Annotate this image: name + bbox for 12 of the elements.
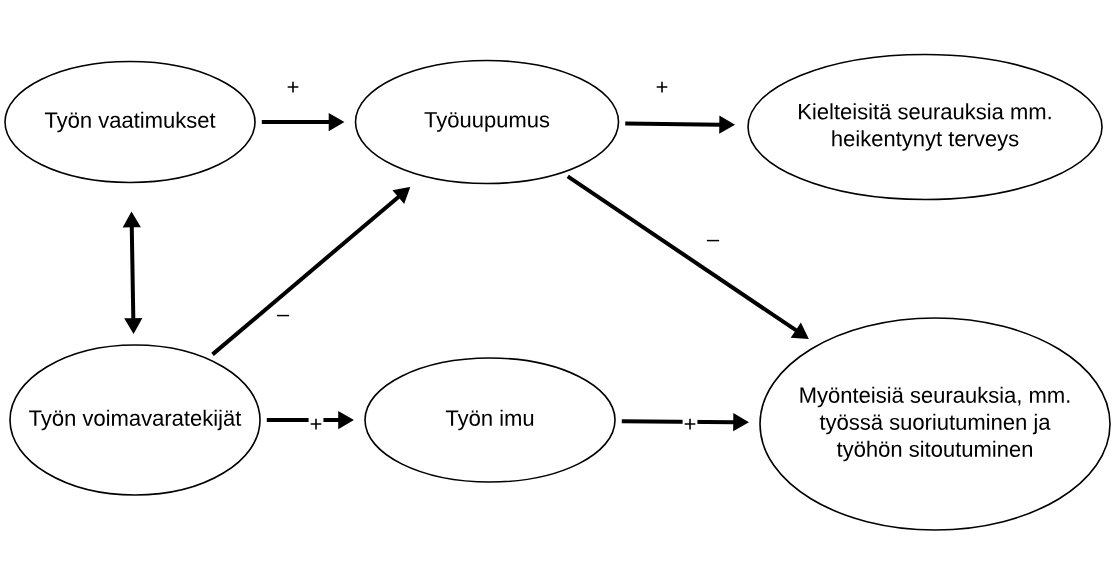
ellipse-node: Työuupumus [354,59,620,185]
edge-label: – [275,313,291,323]
edge-label: + [654,80,670,96]
ellipse-node: Työn voimavaratekijät [9,344,261,496]
ellipse-node: Työn imu [364,357,616,483]
ellipse-node: Työn vaatimukset [4,60,256,184]
edge-label: + [308,417,324,433]
ellipse-node: Myönteisiä seurauksia, mm. työssä suoriutuminen ja työhön sitoutuminen [759,317,1111,531]
edge-label: + [682,417,698,433]
edge-label: + [285,80,301,96]
ellipse-node: Kielteisitä seurauksia mm. heikentynyt terveys [747,53,1103,201]
edge-label: – [705,238,721,248]
